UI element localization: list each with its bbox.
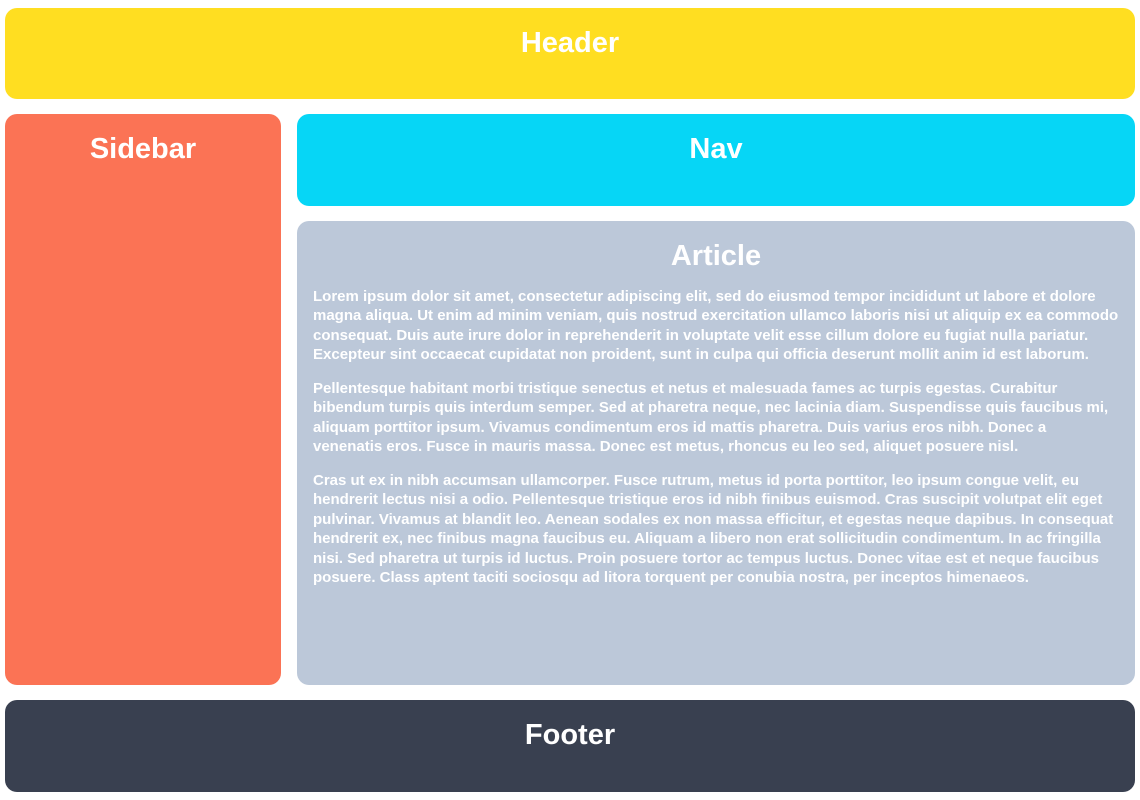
- sidebar-title: Sidebar: [89, 133, 197, 165]
- article-title: Article: [670, 240, 762, 272]
- nav-title: Nav: [689, 133, 743, 165]
- article-paragraph: Lorem ipsum dolor sit amet, consectetur …: [313, 287, 1119, 364]
- nav-region: Nav: [297, 114, 1135, 206]
- footer-region: Footer: [5, 700, 1135, 792]
- article-paragraph: Cras ut ex in nibh accumsan ullamcorper.…: [313, 471, 1114, 587]
- article-paragraph: Pellentesque habitant morbi tristique se…: [313, 379, 1109, 456]
- header-region: Header: [5, 8, 1135, 99]
- footer-title: Footer: [524, 719, 616, 751]
- sidebar-region: Sidebar: [5, 114, 281, 685]
- header-title: Header: [520, 27, 620, 59]
- article-region: Article Lorem ipsum dolor sit amet, cons…: [297, 221, 1135, 685]
